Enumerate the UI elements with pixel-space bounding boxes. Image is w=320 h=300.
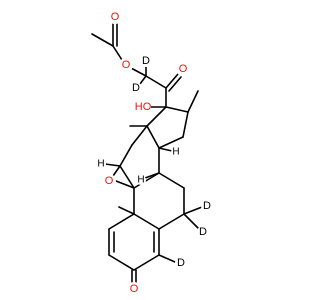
bond-c4-d (158, 254, 176, 263)
bond-c1-c10 (108, 213, 135, 230)
bond-acetyl-methyl (91, 33, 114, 47)
deuterium-label-4: D (199, 226, 207, 238)
bond-c9-c8 (133, 172, 160, 189)
epoxide-oxygen-label: O (105, 175, 114, 187)
hydrogen-label-1: H (97, 159, 104, 170)
bond-c8-c7 (158, 172, 185, 189)
bond-c11-c9 (119, 165, 135, 189)
bond-c6-d2 (183, 213, 199, 229)
hydrogen-label-2: H (172, 147, 179, 158)
bond-c17-c16 (165, 106, 189, 113)
bond-c20-o-2 (168, 76, 182, 92)
bond-c12-c11 (119, 144, 133, 167)
bond-c16-methyl (187, 90, 199, 113)
hydrogen-label-3: H (137, 175, 144, 186)
hydroxyl-label: HO (135, 101, 152, 113)
bond-c10-c5 (133, 213, 160, 230)
deuterium-label-1: D (142, 55, 150, 67)
deuterium-label-2: D (132, 82, 140, 94)
bond-c15-c14 (158, 136, 184, 149)
atom-labels: O O O HO O O D D D D D H H H (96, 10, 213, 296)
bond-ester-c-o (112, 45, 123, 61)
bonds (91, 23, 203, 284)
ester-oxygen-label: O (122, 59, 131, 71)
bond-c14-c13 (146, 125, 160, 149)
deuterium-label-5: D (177, 257, 185, 269)
bond-c13-c17 (146, 106, 167, 127)
bond-c4-c3 (133, 254, 160, 271)
bond-c11-epoxide-o (112, 165, 121, 177)
bond-c6-c5 (158, 213, 185, 230)
ester-carbonyl-oxygen-label: O (111, 11, 120, 23)
molecule-structure-diagram: O O O HO O O D D D D D H H H (91, 10, 213, 296)
bond-c20-o-1 (165, 73, 179, 89)
bond-c13-c12 (131, 125, 148, 146)
bond-c6-d1 (183, 206, 203, 215)
bond-c10-methyl (118, 206, 135, 215)
bond-cd2-c20 (145, 75, 167, 89)
ketone-oxygen-label: O (179, 63, 188, 75)
bond-o-cd2 (130, 67, 147, 77)
bond-c16-c15 (182, 111, 189, 138)
bond-c9-epoxide-o (115, 180, 135, 189)
ring-ketone-oxygen-label: O (130, 283, 139, 295)
bond-c11-h (104, 163, 121, 167)
bond-cd2-d-down (139, 75, 147, 85)
deuterium-label-3: D (203, 200, 211, 212)
bond-c8-h (144, 172, 160, 179)
bond-c3-c2 (108, 254, 135, 271)
bond-c14-h (158, 147, 173, 152)
